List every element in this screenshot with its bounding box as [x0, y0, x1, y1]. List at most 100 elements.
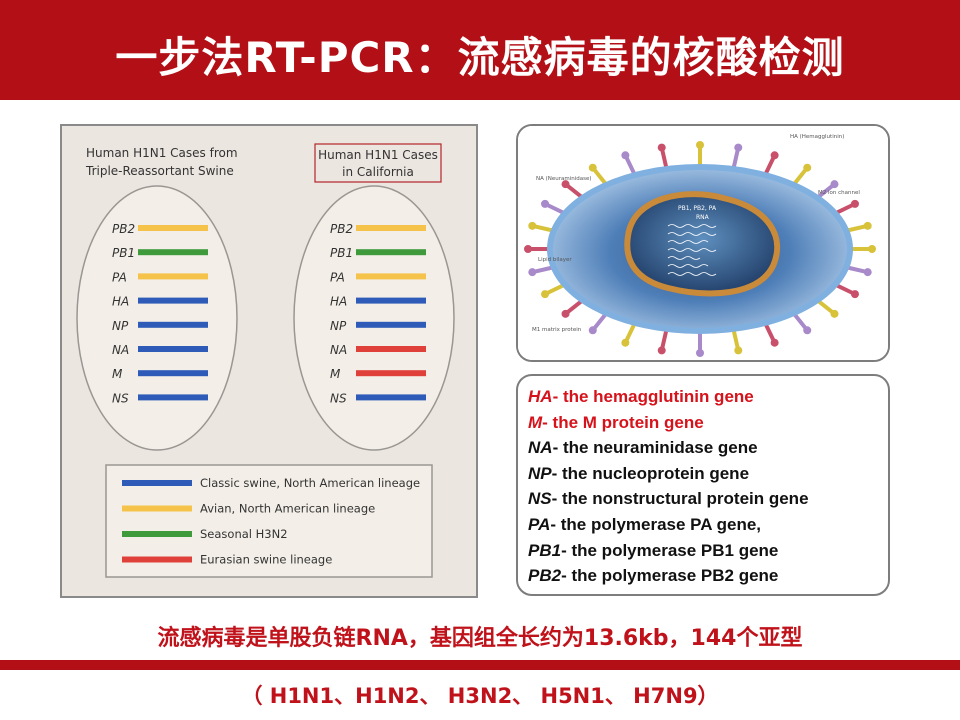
na-label: NA (Neuraminidase)	[536, 176, 592, 182]
spike-head	[528, 268, 537, 277]
gene-item-pb1: PB1- the polymerase PB1 gene	[528, 538, 888, 564]
right-segment-bar-m	[356, 370, 426, 377]
right-segment-label-m: M	[330, 367, 341, 381]
spike-head	[528, 221, 537, 230]
reassortment-figure: Human H1N1 Cases from Triple-Reassortant…	[60, 124, 478, 598]
spike-head	[696, 349, 704, 357]
spike-head	[541, 290, 550, 299]
spike-head	[621, 338, 630, 347]
spike-head	[561, 180, 570, 189]
core-label: PB1, PB2, PA	[678, 205, 717, 212]
left-segment-bar-np	[138, 321, 208, 328]
lineage-swatch-seasonal	[122, 531, 192, 537]
gene-abbr: PA	[528, 514, 551, 534]
footer-divider	[0, 660, 960, 670]
spike-head	[770, 151, 779, 160]
right-segment-label-pa: PA	[330, 270, 345, 284]
left-segment-label-ha: HA	[112, 295, 129, 309]
rna-label: RNA	[696, 214, 710, 221]
spike-head	[588, 326, 597, 335]
right-segment-bar-ns	[356, 394, 426, 401]
left-segment-bar-pb1	[138, 249, 208, 256]
spike-head	[863, 268, 872, 277]
lineage-swatch-avian	[122, 505, 192, 512]
gene-abbr: NS	[528, 489, 552, 509]
right-segment-bar-pb1	[356, 249, 426, 256]
left-segment-label-pb1: PB1	[112, 246, 135, 260]
spike-head	[734, 143, 743, 152]
right-heading-line2: in California	[342, 165, 414, 179]
spike-head	[850, 290, 859, 299]
spike-head	[588, 163, 597, 172]
slide-title: 一步法RT-PCR：流感病毒的核酸检测	[115, 33, 845, 82]
left-segment-bar-na	[138, 346, 208, 352]
right-segment-label-ha: HA	[330, 295, 347, 309]
gene-description: - the nucleoprotein gene	[551, 463, 750, 483]
spike-head	[734, 346, 743, 355]
left-segment-bar-ha	[138, 297, 208, 304]
gene-abbr: PB1	[528, 540, 562, 560]
gene-abbr: NP	[528, 463, 552, 483]
spike-head	[863, 221, 872, 230]
spike-head	[541, 199, 550, 208]
left-segment-bar-m	[138, 370, 208, 377]
lineage-label-seasonal: Seasonal H3N2	[200, 527, 288, 541]
left-heading-line1: Human H1N1 Cases from	[86, 146, 238, 160]
gene-abbr: PB2	[528, 566, 562, 586]
gene-description: - the polymerase PB2 gene	[561, 566, 779, 586]
gene-item-ha: HA- the hemagglutinin gene	[528, 384, 888, 410]
gene-item-na: NA- the neuraminidase gene	[528, 435, 888, 461]
subtype-list: （ H1N1、H1N2、 H3N2、 H5N1、 H7N9）	[241, 684, 719, 708]
spike-head	[696, 141, 704, 149]
spike-head	[830, 309, 839, 318]
lipid-label: Lipid bilayer	[538, 257, 572, 263]
gene-item-m: M- the M protein gene	[528, 410, 888, 436]
spike-head	[561, 309, 570, 318]
spike-head	[770, 338, 779, 347]
gene-abbr: NA	[528, 438, 553, 458]
virus-illustration: PB1, PB2, PA RNA HA (Hemagglutinin) NA (…	[516, 124, 890, 362]
spike-head	[524, 245, 532, 253]
gene-description: - the hemagglutinin gene	[552, 387, 754, 406]
spike-head	[803, 326, 812, 335]
spike-head	[657, 143, 666, 152]
gene-abbr: M	[528, 412, 543, 432]
gene-abbr: HA	[528, 387, 553, 406]
left-segment-label-na: NA	[112, 343, 129, 357]
right-heading-line1: Human H1N1 Cases	[318, 148, 438, 162]
right-segment-label-na: NA	[330, 343, 347, 357]
gene-description: - the neuraminidase gene	[552, 438, 758, 458]
right-segment-bar-np	[356, 321, 426, 328]
genome-caption: 流感病毒是单股负链RNA，基因组全长约为13.6kb，144个亚型	[157, 626, 803, 651]
lineage-swatch-eurasian	[122, 556, 192, 563]
lineage-label-classic: Classic swine, North American lineage	[200, 476, 420, 490]
left-segment-label-pb2: PB2	[112, 222, 135, 236]
right-heading-box	[314, 143, 442, 183]
spike-head	[803, 163, 812, 172]
spike-head	[850, 199, 859, 208]
left-segment-bar-ns	[138, 394, 208, 401]
m2-label: M2 ion channel	[818, 190, 860, 196]
gene-description: - the polymerase PB1 gene	[561, 540, 779, 560]
gene-item-pb2: PB2- the polymerase PB2 gene	[528, 563, 888, 589]
right-segment-bar-pa	[356, 273, 426, 280]
right-segment-bar-ha	[356, 297, 426, 304]
left-segment-label-np: NP	[112, 319, 129, 333]
surface-spikes	[524, 141, 876, 357]
spike-head	[830, 180, 839, 189]
left-heading-line2: Triple-Reassortant Swine	[85, 164, 234, 178]
gene-item-np: NP- the nucleoprotein gene	[528, 461, 888, 487]
title-bar: 一步法RT-PCR：流感病毒的核酸检测	[0, 0, 960, 100]
spike-head	[621, 151, 630, 160]
right-segment-label-np: NP	[330, 319, 347, 333]
rna-strands	[667, 224, 717, 276]
right-segment-label-pb2: PB2	[330, 222, 353, 236]
left-segment-label-m: M	[112, 367, 123, 381]
ha-label: HA (Hemagglutinin)	[790, 134, 844, 140]
left-segment-bar-pa	[138, 273, 208, 280]
right-segment-bar-na	[356, 346, 426, 352]
lineage-label-eurasian: Eurasian swine lineage	[200, 553, 332, 567]
influenza-virion-image: PB1, PB2, PA RNA HA (Hemagglutinin) NA (…	[518, 126, 888, 360]
